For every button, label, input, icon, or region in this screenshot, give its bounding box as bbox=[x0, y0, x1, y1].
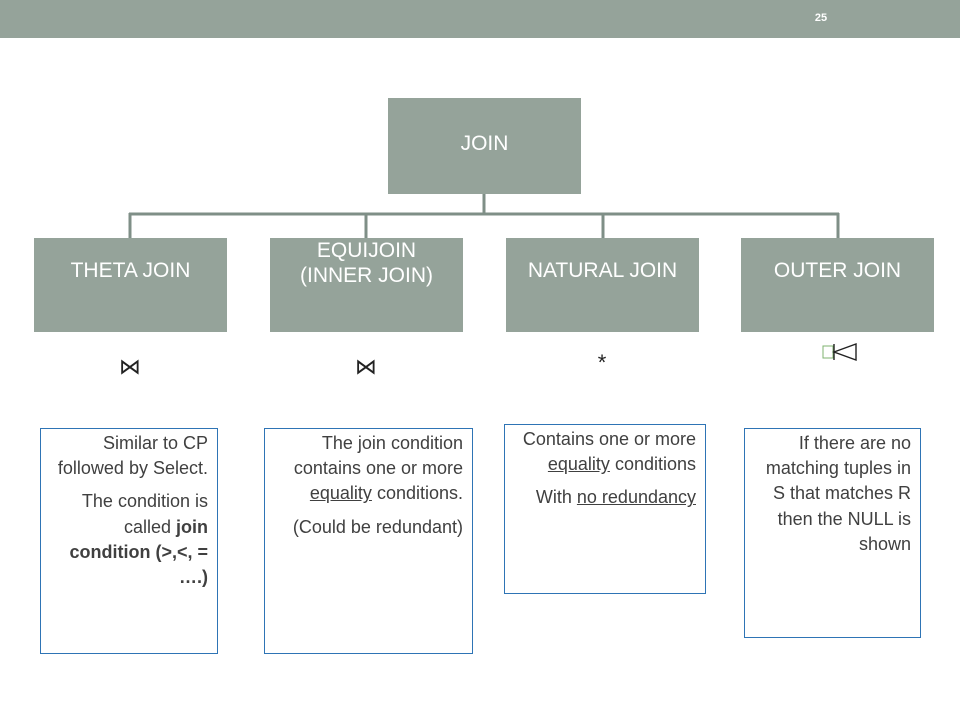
bowtie-join-icon: ⋈ bbox=[119, 354, 141, 379]
bowtie-equijoin-icon: ⋈ bbox=[355, 354, 377, 379]
equi-note-p1: The join condition contains one or more … bbox=[293, 433, 463, 504]
natural-join-note: Contains one or more equality conditions… bbox=[504, 424, 706, 594]
theta-note-p1: Similar to CP followed by Select. bbox=[57, 433, 208, 479]
inner-join-label: (INNER JOIN) bbox=[300, 264, 433, 288]
equijoin-label: EQUIJOIN bbox=[316, 239, 417, 262]
outer-join-icon bbox=[822, 343, 857, 361]
asterisk-natural-join-icon: * bbox=[597, 350, 607, 375]
equijoin-note: The join condition contains one or more … bbox=[264, 428, 473, 654]
theta-join-note: Similar to CP followed by Select. The co… bbox=[40, 428, 218, 654]
equi-note-p2: (Could be redundant) bbox=[292, 516, 463, 537]
natural-note-p2: With no redundancy bbox=[535, 487, 696, 508]
outer-join-label: OUTER JOIN bbox=[773, 259, 902, 282]
outer-join-note: If there are no matching tuples in S tha… bbox=[744, 428, 921, 638]
natural-note-p1: Contains one or more equality conditions bbox=[522, 429, 696, 475]
slide-header-bar: 25 bbox=[0, 0, 960, 38]
equijoin-node: EQUIJOIN (INNER JOIN) bbox=[270, 238, 463, 332]
outer-note-p1: If there are no matching tuples in S tha… bbox=[765, 433, 911, 554]
natural-join-node: NATURAL JOIN bbox=[506, 238, 699, 332]
page-number: 25 bbox=[814, 12, 828, 24]
outer-join-node: OUTER JOIN bbox=[741, 238, 934, 332]
theta-join-node: THETA JOIN bbox=[34, 238, 227, 332]
join-root-node: JOIN bbox=[388, 98, 581, 194]
theta-join-label: THETA JOIN bbox=[70, 259, 191, 282]
theta-note-p2: The condition is called join condition (… bbox=[69, 491, 208, 587]
natural-join-label: NATURAL JOIN bbox=[527, 259, 678, 282]
